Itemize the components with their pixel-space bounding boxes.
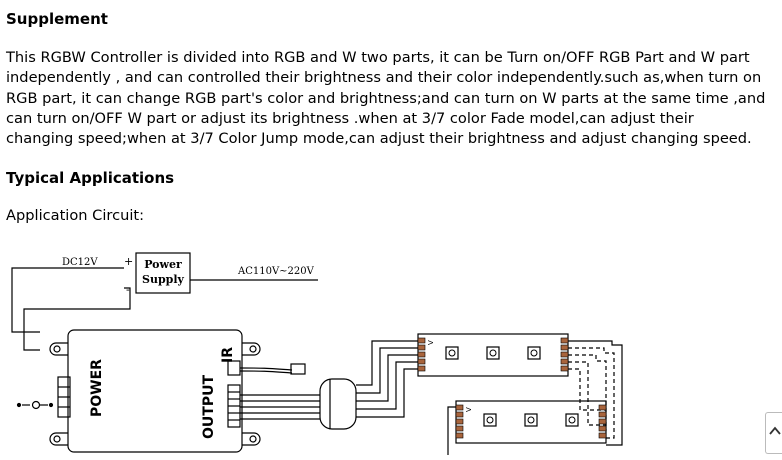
paragraph-line: independently , and can controlled their… — [6, 69, 762, 87]
paragraph-line: This RGBW Controller is divided into RGB… — [6, 49, 750, 66]
plus-label: + — [124, 255, 133, 268]
led-chip — [565, 413, 579, 427]
dc-positive-wire — [11, 267, 124, 333]
led-chip — [445, 346, 459, 360]
led-chip — [486, 346, 500, 360]
led-chip — [527, 346, 541, 360]
supplement-heading: Supplement — [6, 10, 108, 28]
mount-ear — [242, 432, 261, 446]
psu-label-line2: Supply — [142, 273, 185, 286]
minus-label: - — [126, 283, 130, 296]
mount-ear — [49, 342, 68, 356]
application-circuit-label: Application Circuit: — [6, 207, 145, 224]
paragraph-line: changing speed;when at 3/7 Color Jump mo… — [6, 130, 752, 148]
dc-negative-wire — [23, 287, 131, 351]
paragraph-line: can turn on/OFF W part or adjust its bri… — [6, 109, 694, 127]
application-circuit-diagram: DC12V + - Power Supply AC110V~220V POWER… — [11, 252, 623, 455]
dc-jack-icon — [16, 400, 54, 410]
chevron-up-icon — [769, 426, 781, 435]
psu-label-line1: Power — [144, 258, 182, 271]
ir-port-label: IR — [220, 347, 236, 363]
mount-ear — [49, 432, 68, 446]
ir-cable — [239, 367, 293, 371]
ac-voltage-label: AC110V~220V — [237, 266, 315, 277]
scroll-to-top-button[interactable] — [765, 412, 782, 454]
dc-voltage-label: DC12V — [62, 257, 98, 268]
typical-applications-heading: Typical Applications — [6, 169, 175, 187]
led-chip — [524, 413, 538, 427]
led-chip — [483, 413, 497, 427]
ir-receiver — [290, 363, 306, 375]
power-port-label: POWER — [89, 359, 105, 417]
power-supply-box — [135, 252, 191, 294]
supplement-paragraph: This RGBW Controller is divided into RGB… — [6, 48, 782, 149]
junction-connector — [319, 378, 357, 430]
paragraph-line: RGB part, it can change RGB part's color… — [6, 89, 766, 107]
mount-ear — [242, 342, 261, 356]
controller-box — [67, 329, 243, 453]
strip-voltage-label: V — [427, 340, 435, 345]
output-port-label: OUTPUT — [201, 375, 217, 439]
strip-voltage-label: V — [465, 407, 473, 412]
